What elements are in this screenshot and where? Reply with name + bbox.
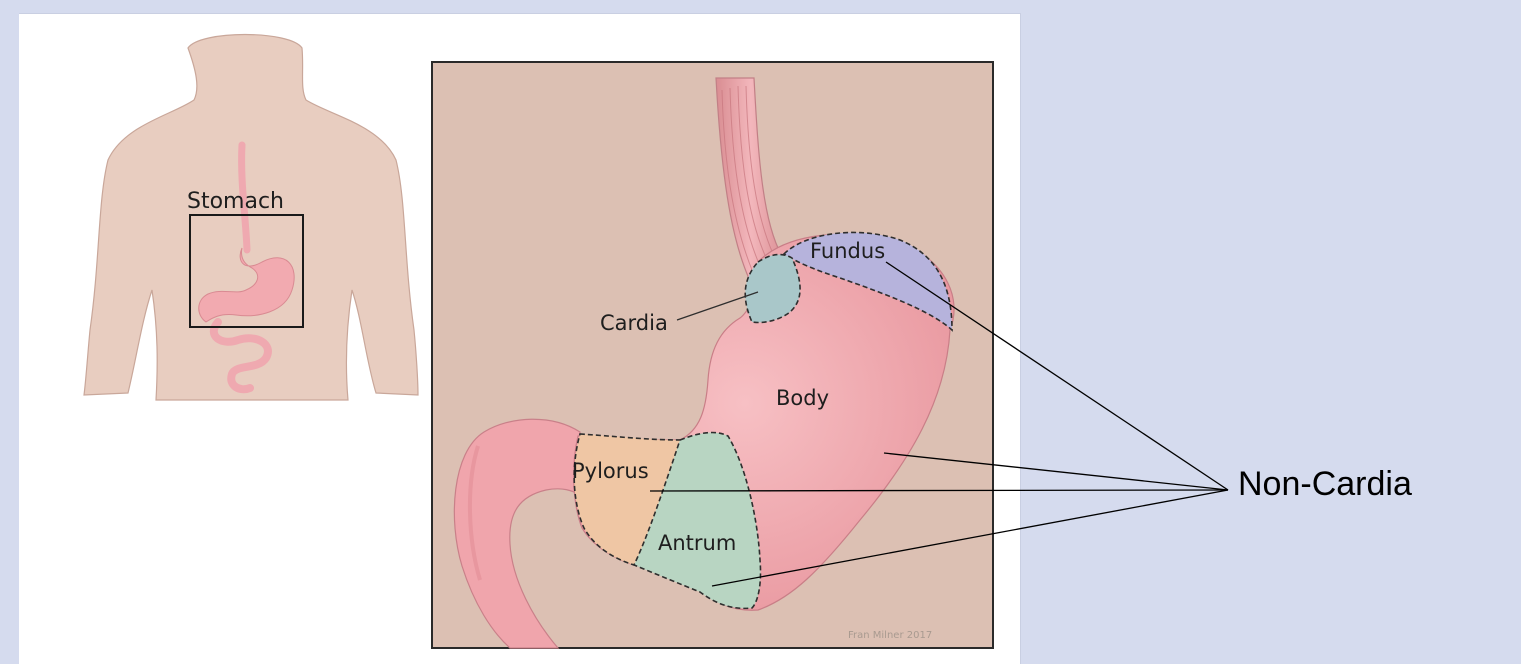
non-cardia-label: Non-Cardia: [1238, 462, 1412, 506]
cardia-label: Cardia: [600, 311, 668, 335]
torso-figure: Stomach: [84, 35, 418, 401]
detail-panel: Fundus Cardia Body Pylorus Antrum Fran M…: [432, 62, 993, 648]
stomach-label: Stomach: [187, 189, 284, 214]
antrum-label: Antrum: [658, 531, 736, 555]
fundus-label: Fundus: [810, 239, 885, 263]
body-label: Body: [776, 386, 829, 410]
pylorus-label: Pylorus: [572, 459, 649, 483]
credit-text: Fran Milner 2017: [848, 630, 932, 641]
torso-silhouette: [84, 35, 418, 401]
